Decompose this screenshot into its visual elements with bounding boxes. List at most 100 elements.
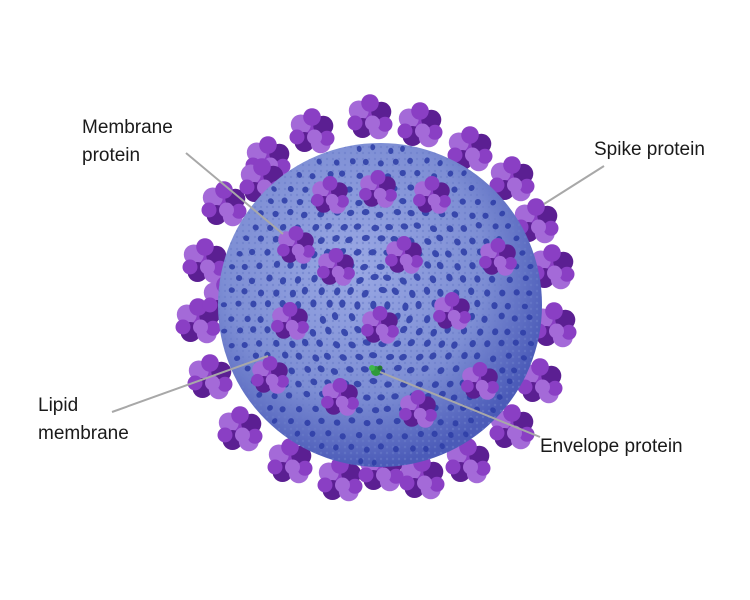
membrane-protein-dot [446,380,454,388]
spike-protein-cluster [317,248,355,286]
membrane-protein-dot [303,390,311,398]
membrane-protein-dot [499,367,506,374]
membrane-protein-dot [393,364,402,372]
membrane-protein-dot [393,208,402,216]
membrane-protein-dot [356,276,364,285]
membrane-protein-dot [371,459,377,466]
membrane-protein-dot [317,237,325,245]
membrane-protein-dot [499,289,506,297]
membrane-protein-dot [378,286,387,294]
membrane-protein-dot [406,315,413,324]
membrane-protein-dot [400,325,408,334]
spike-protein-cluster [347,94,393,140]
membrane-protein-dot [445,250,452,258]
membrane-protein-dot [393,417,401,425]
membrane-protein-dot [481,315,488,323]
membrane-protein-dot [302,186,309,193]
membrane-protein-dot [319,315,327,324]
spike-protein-cluster [311,176,349,214]
membrane-protein-dot [424,315,431,324]
spike-protein-cluster [447,126,493,172]
membrane-protein-dot [356,172,364,179]
membrane-protein-dot [513,289,520,296]
membrane-protein-dot [250,326,257,333]
membrane-protein-dot [289,289,297,298]
membrane-protein-dot [386,353,395,361]
membrane-protein-dot [424,261,432,269]
membrane-protein-dot [460,225,468,232]
membrane-protein-label: Membrane protein [82,114,173,170]
lipid-membrane-label-line-2: membrane [38,423,129,444]
membrane-protein-dot [294,430,301,437]
membrane-protein-dot [392,446,399,453]
membrane-protein-dot [332,235,340,242]
membrane-protein-dot [312,224,320,231]
membrane-protein-dot [257,289,265,297]
membrane-protein-dot [402,302,409,311]
membrane-protein-dot [353,380,362,388]
membrane-protein-dot [505,352,512,359]
membrane-protein-dot [316,339,323,347]
membrane-protein-dot [272,210,279,218]
spike-protein-cluster [321,378,359,416]
membrane-protein-dot [220,302,227,308]
spike-protein-cluster [517,358,563,404]
membrane-protein-dot [504,328,511,336]
membrane-protein-dot [413,222,422,229]
membrane-protein-dot [512,339,519,346]
spike-protein-cluster [461,362,499,400]
membrane-protein-dot [490,199,497,206]
envelope-protein-leader [379,371,541,438]
membrane-protein-dot [376,263,385,270]
membrane-protein-dot [369,433,377,440]
membrane-protein-dot [370,273,379,281]
spike-protein-cluster [251,356,289,394]
membrane-protein-dot [356,145,362,152]
spike-protein-cluster [397,102,443,148]
lipid-membrane-label-line-1: Lipid [38,395,79,416]
membrane-protein-dot [312,405,319,413]
membrane-protein-dot [273,339,280,347]
membrane-protein-dot [272,235,280,243]
membrane-protein-dot [504,223,512,229]
membrane-protein-dot [346,366,354,373]
membrane-protein-dot [325,430,332,437]
membrane-protein-dot [371,224,380,232]
membrane-protein-dot [386,432,393,440]
membrane-protein-dot [353,223,362,230]
membrane-protein-dot [256,262,263,270]
membrane-protein-dot [323,352,331,360]
spike-protein-cluster [399,454,445,500]
membrane-protein-dot [377,394,385,401]
membrane-protein-dot [383,274,392,281]
membrane-protein-dot [452,420,459,427]
membrane-protein-dot [267,404,273,411]
membrane-protein-dot [309,173,316,180]
membrane-protein-dot [296,171,303,178]
membrane-protein-dot [338,170,346,177]
membrane-protein-dot [296,198,304,206]
membrane-protein-dot [484,340,491,348]
membrane-protein-dot [301,338,309,347]
membrane-protein-dot [526,290,533,296]
membrane-protein-dot [384,301,391,310]
membrane-protein-dot [521,303,528,310]
membrane-protein-leader [185,152,284,235]
membrane-protein-dot [490,407,496,414]
membrane-protein-dot [326,299,333,308]
membrane-protein-dot [469,237,476,245]
membrane-protein-dot [447,170,454,177]
membrane-protein-dot [415,327,423,336]
membrane-protein-dot [496,394,503,400]
membrane-protein-dot [288,418,294,425]
spike-layer-front [251,170,517,428]
membrane-protein-dot [279,406,286,413]
membrane-protein-dot [348,341,356,349]
membrane-protein-dot [377,235,386,242]
membrane-protein-dot [400,145,405,152]
membrane-protein-dot [488,275,496,283]
membrane-protein-dot [266,274,273,282]
membrane-protein-dot [355,431,363,439]
membrane-protein-dot [401,433,408,440]
membrane-protein-dot [407,184,415,191]
